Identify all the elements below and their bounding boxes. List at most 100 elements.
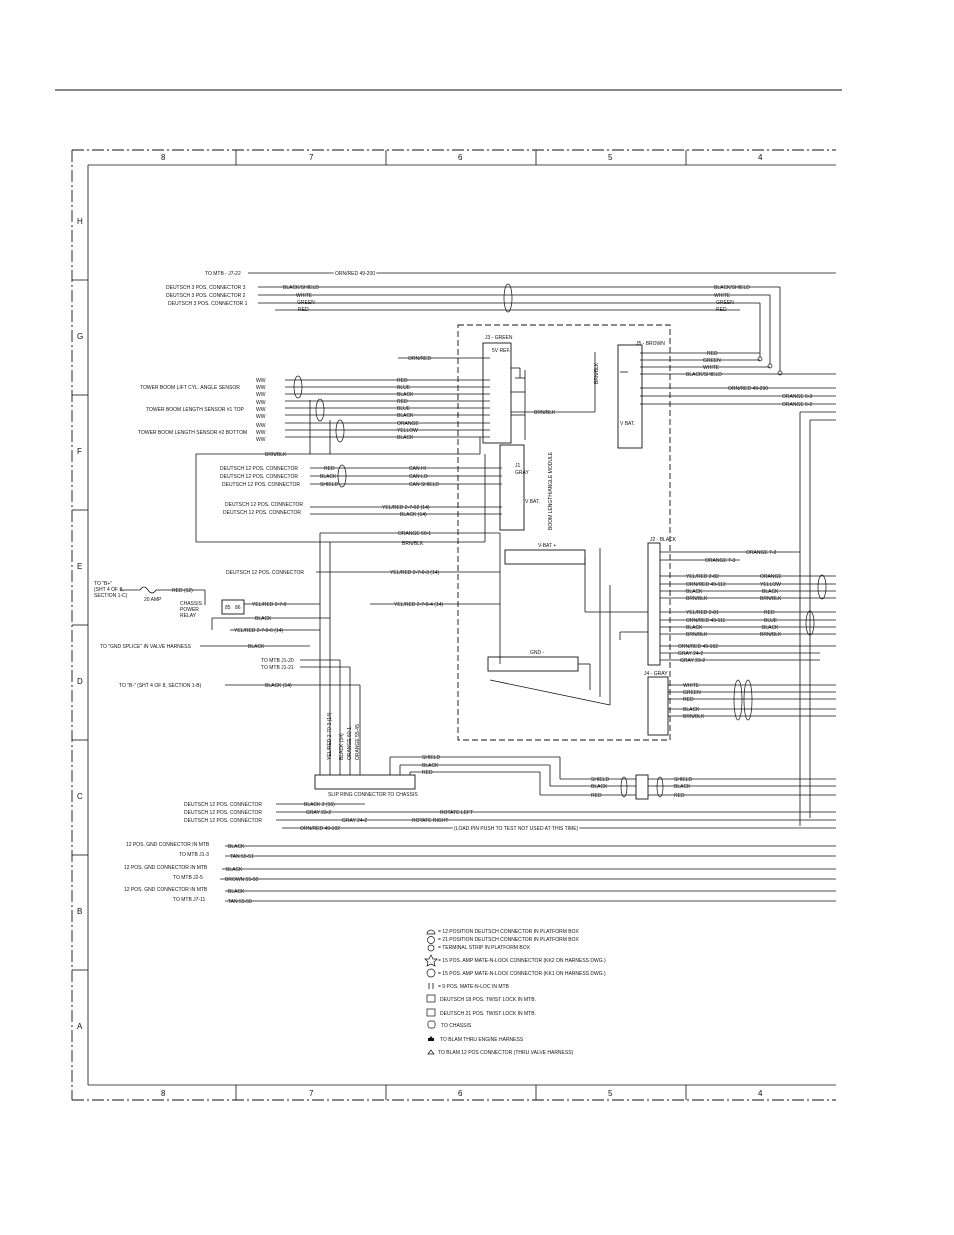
bottom-rows: DEUTSCH 12 POS. CONNECTOR DEUTSCH 12 POS… [124,802,836,905]
svg-text:BLUE: BLUE [397,385,411,391]
svg-text:= TERMINAL STRIP IN PLATFORM B: = TERMINAL STRIP IN PLATFORM BOX [438,945,531,951]
svg-text:YEL/RED 2-7-0: YEL/RED 2-7-0 [252,602,287,608]
svg-text:= 15 POS. AMP MATE-N-LOCK CONN: = 15 POS. AMP MATE-N-LOCK CONNECTOR (KK2… [438,958,606,964]
svg-text:RED: RED [397,378,408,384]
svg-text:BRN/BLK: BRN/BLK [686,596,708,602]
svg-text:J3 - GREEN: J3 - GREEN [485,335,513,341]
svg-text:J4 - GRAY: J4 - GRAY [644,671,668,677]
row-label: G [77,332,83,341]
svg-text:GRAY: GRAY [515,470,529,476]
svg-text:BLACK: BLACK [422,763,439,769]
svg-text:BLACK (14): BLACK (14) [400,512,427,518]
svg-text:TO MTB J1-20: TO MTB J1-20 [261,658,294,664]
svg-text:ORANGE 6-2: ORANGE 6-2 [782,402,813,408]
boom-module-box [457,324,671,741]
connector-j5: J5 - BROWN V BAT. RED GREEN WHITE BLACK/… [511,341,836,826]
svg-text:TOWER BOOM LENGTH SENSOR #1 TO: TOWER BOOM LENGTH SENSOR #1 TOP [146,407,244,413]
svg-text:BLACK/SHIELD: BLACK/SHIELD [686,372,722,378]
row-labels: H G F E D C B A [77,217,83,1031]
svg-text:BLACK: BLACK [397,392,414,398]
svg-text:TO MTB J1-21: TO MTB J1-21 [261,665,294,671]
svg-text:POWER: POWER [180,607,199,613]
svg-text:ORANGE 7-3: ORANGE 7-3 [705,558,736,564]
svg-text:ORN/RED 49-102: ORN/RED 49-102 [300,826,340,832]
svg-text:ORN/RED 49-112: ORN/RED 49-112 [686,582,726,588]
svg-text:GRAY 24-2: GRAY 24-2 [678,651,703,657]
sensor-group: TOWER BOOM LIFT CYL. ANGLE SENSOR TOWER … [138,375,490,458]
svg-text:SLIP RING CONNECTOR TO CHASSIS: SLIP RING CONNECTOR TO CHASSIS [328,792,418,798]
svg-text:SECTION 1-C): SECTION 1-C) [94,593,128,599]
row-label: D [77,677,83,686]
svg-text:12 POS. GND CONNECTOR IN MTB: 12 POS. GND CONNECTOR IN MTB [126,842,210,848]
svg-text:RED: RED [707,351,718,357]
svg-text:BLUE: BLUE [397,406,411,412]
svg-text:TAN 55-51: TAN 55-51 [230,854,254,860]
svg-text:5V REF.: 5V REF. [492,348,510,354]
row-label: B [77,907,82,916]
connector-j2: J2 - BLACK ORANGE 7-3 ORANGE 7-3 YEL/RED… [619,537,836,666]
svg-text:BLACK: BLACK [683,707,700,713]
svg-text:DEUTSCH 12 POS. CONNECTOR: DEUTSCH 12 POS. CONNECTOR [223,510,301,516]
svg-text:WHITE: WHITE [703,365,720,371]
svg-text:= 9 POS. MATE-N-LOC IN MTB: = 9 POS. MATE-N-LOC IN MTB [438,984,510,990]
svg-text:WW: WW [256,385,266,391]
svg-text:J5 - BROWN: J5 - BROWN [636,341,665,347]
svg-text:RED: RED [422,770,433,776]
svg-text:RED: RED [298,307,309,313]
svg-text:12 POS. GND CONNECTOR IN MTB: 12 POS. GND CONNECTOR IN MTB [124,865,208,871]
bus-strips: V-BAT + GND - [487,533,648,706]
svg-text:BLACK (14): BLACK (14) [339,733,345,760]
connector-j4: J4 - GRAY WHITE GREEN RED BLACK BRN/BLK [644,671,836,736]
svg-text:RED: RED [674,793,685,799]
row-label: H [77,217,83,226]
connector-j3: J3 - GREEN 5V REF. ORN/RED [398,335,526,444]
svg-text:86: 86 [235,605,241,611]
svg-text:BLACK: BLACK [255,616,272,622]
svg-text:ORANGE: ORANGE [760,574,782,580]
col-label: 6 [458,1089,463,1098]
svg-text:BLACK: BLACK [248,644,265,650]
svg-text:YEL/RED 2-7-0-3 (14): YEL/RED 2-7-0-3 (14) [390,570,440,576]
svg-text:(SHT 4 OF 8,: (SHT 4 OF 8, [94,587,124,593]
svg-text:WW: WW [256,423,266,429]
svg-text:RED (12): RED (12) [172,588,193,594]
row-label: F [77,447,82,456]
svg-text:V BAT.: V BAT. [525,499,540,505]
svg-text:RED: RED [683,697,694,703]
svg-text:ORANGE 60-1: ORANGE 60-1 [398,531,431,537]
svg-text:BRN/BLK: BRN/BLK [265,452,287,458]
svg-text:= 21 POSITION DEUTSCH CONNECTO: = 21 POSITION DEUTSCH CONNECTOR IN PLATF… [438,937,579,943]
svg-text:RED: RED [764,610,775,616]
col-label: 7 [309,153,314,162]
svg-text:BRN/BLK: BRN/BLK [402,541,424,547]
svg-text:BLACK (14): BLACK (14) [265,683,292,689]
svg-text:BLACK: BLACK [228,889,245,895]
svg-text:BLACK: BLACK [228,844,245,850]
svg-text:RED: RED [716,307,727,313]
svg-text:= 12 POSITION DEUTSCH CONNECTO: = 12 POSITION DEUTSCH CONNECTOR IN PLATF… [438,929,579,935]
svg-text:85: 85 [225,605,231,611]
svg-text:CAN HI: CAN HI [409,466,426,472]
svg-text:ORN/RED: ORN/RED [408,356,431,362]
svg-text:GREEN: GREEN [703,358,721,364]
svg-text:BLACK 3 (16): BLACK 3 (16) [304,802,335,808]
svg-text:DEUTSCH 12 POS. CONNECTOR: DEUTSCH 12 POS. CONNECTOR [220,474,298,480]
svg-text:BLACK: BLACK [226,867,243,873]
svg-text:J2 - BLACK: J2 - BLACK [650,537,677,543]
svg-text:YEL/RED 2-7-0-6 (14): YEL/RED 2-7-0-6 (14) [234,628,284,634]
svg-text:= 15 POS. AMP MATE-N-LOCK CONN: = 15 POS. AMP MATE-N-LOCK CONNECTOR (KK1… [438,971,606,977]
svg-text:DEUTSCH 12 POS. CONNECTOR: DEUTSCH 12 POS. CONNECTOR [222,482,300,488]
svg-text:ORANGE: ORANGE [397,421,419,427]
svg-text:BLACK: BLACK [686,625,703,631]
svg-text:RED: RED [397,399,408,405]
svg-text:SHIELD: SHIELD [591,777,609,783]
svg-text:TO CHASSIS: TO CHASSIS [441,1023,472,1029]
legend: = 12 POSITION DEUTSCH CONNECTOR IN PLATF… [424,929,606,1056]
svg-text:ROTATE RIGHT: ROTATE RIGHT [412,818,448,824]
power-section: ORANGE 60-1 BRN/BLK DEUTSCH 12 POS. CONN… [94,531,500,775]
svg-text:WW: WW [256,392,266,398]
svg-text:WHITE: WHITE [683,683,700,689]
svg-text:YEL/RED 2-7-0-4 (14): YEL/RED 2-7-0-4 (14) [394,602,444,608]
svg-text:YEL/RED 2-7-02 (14): YEL/RED 2-7-02 (14) [382,505,430,511]
